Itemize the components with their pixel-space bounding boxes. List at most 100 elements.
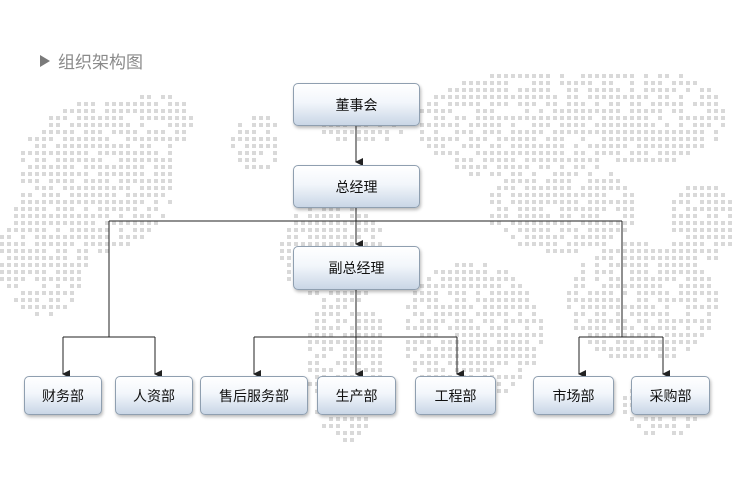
map-dot xyxy=(77,214,81,218)
map-dot xyxy=(42,277,46,281)
map-dot xyxy=(707,305,711,309)
map-dot xyxy=(175,123,179,127)
map-dot xyxy=(21,277,25,281)
map-dot xyxy=(518,375,522,379)
map-dot xyxy=(77,172,81,176)
map-dot xyxy=(658,95,662,99)
map-dot xyxy=(686,144,690,148)
map-dot xyxy=(644,263,648,267)
map-dot xyxy=(154,151,158,155)
map-dot xyxy=(49,312,53,316)
map-dot xyxy=(84,172,88,176)
map-dot xyxy=(553,95,557,99)
map-dot xyxy=(511,291,515,295)
map-dot xyxy=(504,312,508,316)
map-dot xyxy=(511,151,515,155)
map-dot xyxy=(448,270,452,274)
map-dot xyxy=(595,242,599,246)
map-dot xyxy=(91,228,95,232)
map-dot xyxy=(336,340,340,344)
map-dot xyxy=(679,214,683,218)
map-dot xyxy=(693,235,697,239)
map-dot xyxy=(14,284,18,288)
map-dot xyxy=(553,158,557,162)
map-dot xyxy=(455,263,459,267)
map-dot xyxy=(420,319,424,323)
map-dot xyxy=(672,333,676,337)
map-dot xyxy=(553,179,557,183)
map-dot xyxy=(427,291,431,295)
map-dot xyxy=(539,326,543,330)
map-dot xyxy=(329,235,333,239)
map-dot xyxy=(658,151,662,155)
map-dot xyxy=(56,172,60,176)
map-dot xyxy=(553,151,557,155)
map-dot xyxy=(35,186,39,190)
map-dot xyxy=(357,326,361,330)
map-dot xyxy=(574,284,578,288)
map-dot xyxy=(434,270,438,274)
map-dot xyxy=(49,193,53,197)
map-dot xyxy=(462,368,466,372)
map-dot xyxy=(105,249,109,253)
map-dot xyxy=(182,109,186,113)
map-dot xyxy=(595,186,599,190)
map-dot xyxy=(49,277,53,281)
map-dot xyxy=(287,249,291,253)
map-dot xyxy=(287,270,291,274)
map-dot xyxy=(560,123,564,127)
map-dot xyxy=(651,130,655,134)
map-dot xyxy=(574,312,578,316)
map-dot xyxy=(518,354,522,358)
map-dot xyxy=(70,172,74,176)
map-dot xyxy=(581,263,585,267)
map-dot xyxy=(35,172,39,176)
map-dot xyxy=(455,333,459,337)
map-dot xyxy=(21,151,25,155)
map-dot xyxy=(644,130,648,134)
map-dot xyxy=(581,123,585,127)
map-dot xyxy=(42,137,46,141)
map-dot xyxy=(665,158,669,162)
map-dot xyxy=(679,291,683,295)
map-dot xyxy=(434,361,438,365)
map-dot xyxy=(413,340,417,344)
map-dot xyxy=(35,207,39,211)
map-dot xyxy=(483,347,487,351)
map-dot xyxy=(511,235,515,239)
map-dot xyxy=(70,193,74,197)
map-dot xyxy=(147,130,151,134)
map-dot xyxy=(133,235,137,239)
map-dot xyxy=(329,333,333,337)
map-dot xyxy=(308,235,312,239)
map-dot xyxy=(420,333,424,337)
map-dot xyxy=(350,340,354,344)
map-dot xyxy=(441,305,445,309)
map-dot xyxy=(637,123,641,127)
node-production: 生产部 xyxy=(317,376,396,415)
map-dot xyxy=(581,270,585,274)
map-dot xyxy=(679,249,683,253)
map-dot xyxy=(581,116,585,120)
map-dot xyxy=(532,354,536,358)
map-dot xyxy=(665,130,669,134)
map-dot xyxy=(161,214,165,218)
map-dot xyxy=(714,116,718,120)
map-dot xyxy=(14,298,18,302)
map-dot xyxy=(441,137,445,141)
map-dot xyxy=(287,228,291,232)
map-dot xyxy=(77,284,81,288)
map-dot xyxy=(112,200,116,204)
map-dot xyxy=(644,340,648,344)
map-dot xyxy=(448,123,452,127)
map-dot xyxy=(42,214,46,218)
map-dot xyxy=(651,158,655,162)
map-dot xyxy=(616,137,620,141)
map-dot xyxy=(119,200,123,204)
map-dot xyxy=(525,200,529,204)
map-dot xyxy=(343,242,347,246)
map-dot xyxy=(462,305,466,309)
map-dot xyxy=(154,165,158,169)
map-dot xyxy=(518,242,522,246)
map-dot xyxy=(525,193,529,197)
